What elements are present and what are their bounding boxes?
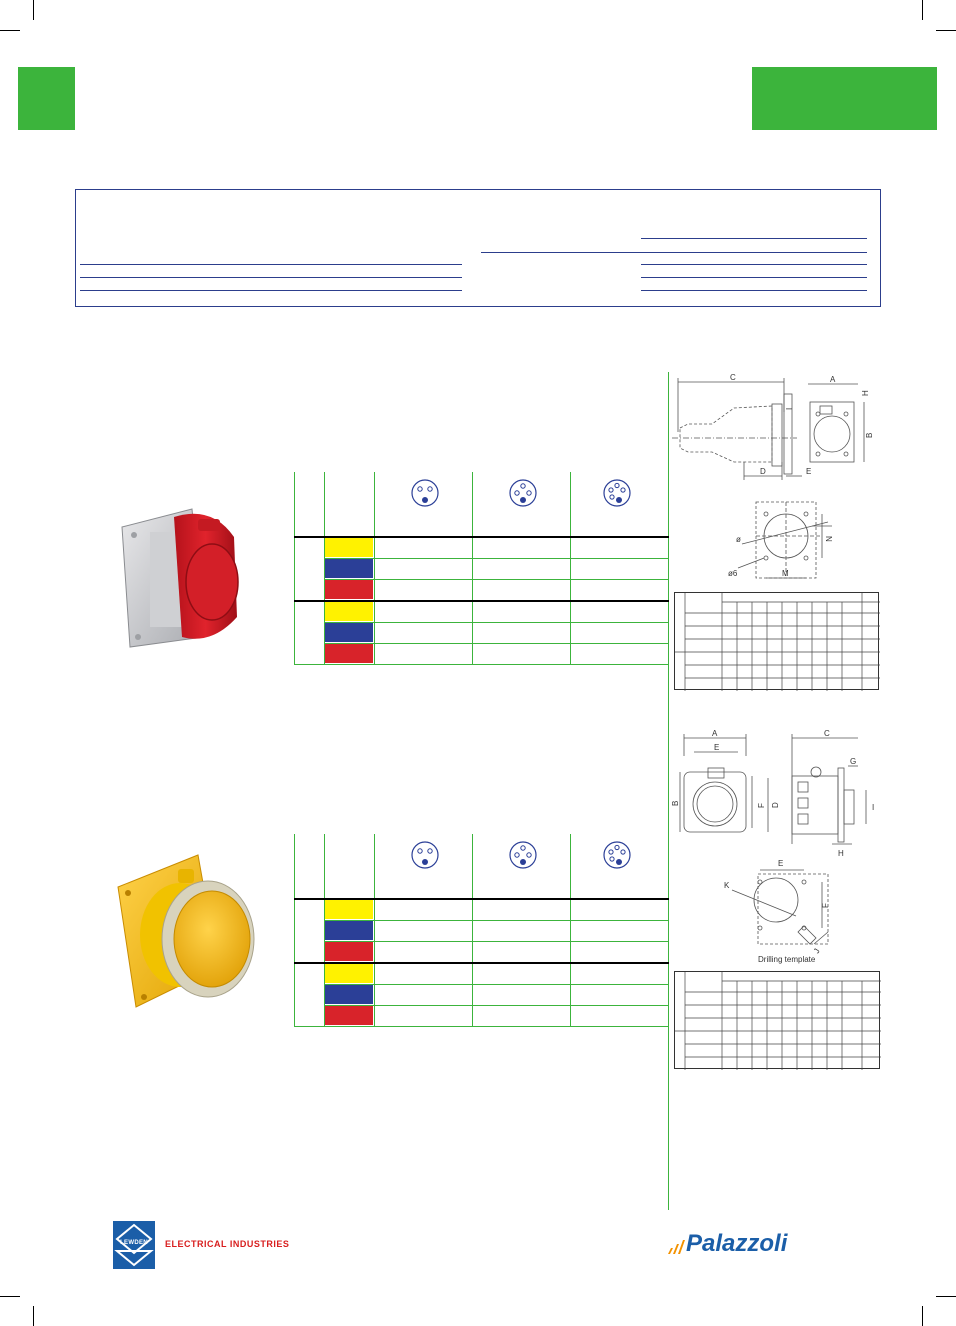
info-box xyxy=(75,189,881,307)
spec-table-1 xyxy=(294,472,669,666)
voltage-swatch-red xyxy=(325,942,373,961)
dimension-drawing-bottom: A E C G B F D I H E K F J Drilling templ… xyxy=(671,728,882,968)
dim-label-m: M xyxy=(782,569,789,578)
dim-label-e: E xyxy=(714,743,719,752)
column-divider xyxy=(668,372,669,1210)
header-tab-left xyxy=(18,67,75,130)
voltage-swatch-blue xyxy=(325,623,373,642)
dim-label-k: K xyxy=(724,881,730,890)
lewden-logo xyxy=(113,1221,155,1269)
dim-label-c: C xyxy=(824,729,830,738)
info-rule xyxy=(80,290,462,291)
dim-label-i: I xyxy=(872,803,874,812)
dim-label-a: A xyxy=(830,375,836,384)
dim-label-h: H xyxy=(861,390,870,396)
socket-3p-n-e-icon xyxy=(603,479,631,507)
dim-label-f: F xyxy=(757,803,766,808)
socket-2p-e-icon xyxy=(411,841,439,869)
crop-mark xyxy=(922,1306,923,1326)
socket-3p-e-icon xyxy=(509,841,537,869)
dim-label-b: B xyxy=(672,801,680,806)
info-rule xyxy=(641,277,867,278)
info-rule xyxy=(481,252,867,253)
spec-table-2 xyxy=(294,834,669,1028)
socket-2p-e-icon xyxy=(411,479,439,507)
dim-label-b: B xyxy=(865,433,874,438)
voltage-swatch-yellow xyxy=(325,538,373,557)
crop-mark xyxy=(936,1296,956,1297)
socket-3p-n-e-icon xyxy=(603,841,631,869)
voltage-swatch-red xyxy=(325,1006,373,1025)
voltage-swatch-yellow xyxy=(325,900,373,919)
dim-label-f2: F xyxy=(821,903,830,908)
dimension-table-2 xyxy=(674,971,881,1070)
dim-label-h: H xyxy=(838,849,844,858)
dim-label-e2: E xyxy=(778,859,783,868)
info-rule xyxy=(641,238,867,239)
palazzoli-logo: Palazzoli xyxy=(686,1230,788,1257)
voltage-swatch-yellow xyxy=(325,964,373,983)
dim-label-d: D xyxy=(760,467,766,476)
crop-mark xyxy=(922,0,923,20)
yellow-socket-photo xyxy=(108,847,268,1009)
crop-mark xyxy=(0,30,20,31)
dim-label-e: E xyxy=(806,467,811,476)
dim-label-d: D xyxy=(771,802,780,808)
dim-label-j: J xyxy=(812,947,822,955)
crop-mark xyxy=(33,1306,34,1326)
voltage-swatch-blue xyxy=(325,921,373,940)
dimension-table-1 xyxy=(674,592,880,691)
lewden-tagline: ELECTRICAL INDUSTRIES xyxy=(165,1239,290,1249)
crop-mark xyxy=(33,0,34,20)
dim-label-n: N xyxy=(824,536,833,542)
voltage-swatch-yellow xyxy=(325,602,373,621)
info-rule xyxy=(641,290,867,291)
info-rule xyxy=(80,264,462,265)
crop-mark xyxy=(936,30,956,31)
dim-label-phi: ø xyxy=(736,535,741,544)
crop-mark xyxy=(0,1296,20,1297)
dim-label-g: G xyxy=(850,757,856,766)
dim-label-a: A xyxy=(712,729,718,738)
dim-label-i: I xyxy=(785,408,794,410)
socket-3p-e-icon xyxy=(509,479,537,507)
drilling-template-caption: Drilling template xyxy=(758,955,816,964)
red-socket-photo xyxy=(112,497,267,659)
voltage-swatch-red xyxy=(325,644,373,663)
dim-label-phi6: ø6 xyxy=(728,569,738,578)
info-rule xyxy=(641,264,867,265)
dim-label-c: C xyxy=(730,373,736,382)
info-rule xyxy=(80,277,462,278)
lewden-name: LEWDEN xyxy=(120,1240,148,1246)
palazzoli-logo-bars xyxy=(668,1240,685,1254)
header-tab-right xyxy=(752,67,937,130)
dimension-drawing-top: C A H I B D E ø N ø6 M xyxy=(672,372,882,587)
voltage-swatch-blue xyxy=(325,559,373,578)
voltage-swatch-blue xyxy=(325,985,373,1004)
voltage-swatch-red xyxy=(325,580,373,599)
